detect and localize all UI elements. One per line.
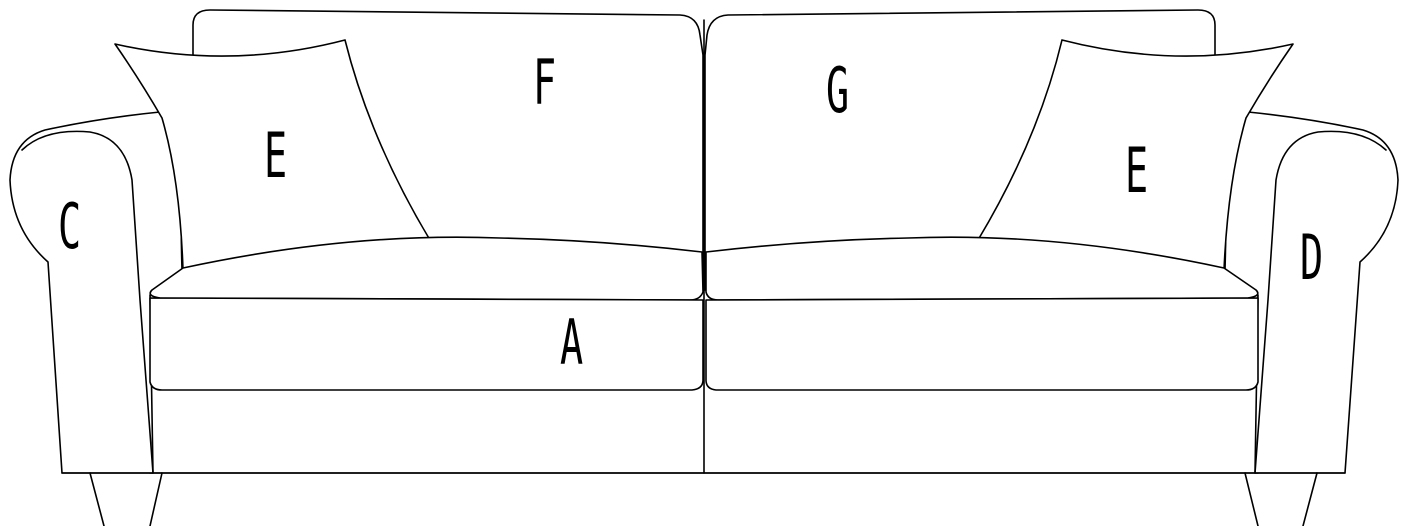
- label-seat-cushion: A: [560, 306, 584, 379]
- left-seat-front: [149, 297, 704, 391]
- left-pillow: [114, 39, 431, 271]
- left-arm-roll: [21, 130, 154, 474]
- right-pillow: [977, 39, 1294, 271]
- right-seat-front: [705, 297, 1259, 391]
- left-leg: [89, 472, 163, 526]
- label-right-arm: D: [1300, 221, 1324, 294]
- label-left-back-cushion: F: [533, 46, 557, 119]
- label-left-pillow: E: [264, 119, 288, 192]
- label-left-arm: C: [58, 190, 82, 263]
- right-leg: [1244, 472, 1318, 526]
- right-arm-roll: [1254, 130, 1387, 474]
- label-right-back-cushion: G: [826, 54, 850, 127]
- label-right-pillow: E: [1125, 134, 1149, 207]
